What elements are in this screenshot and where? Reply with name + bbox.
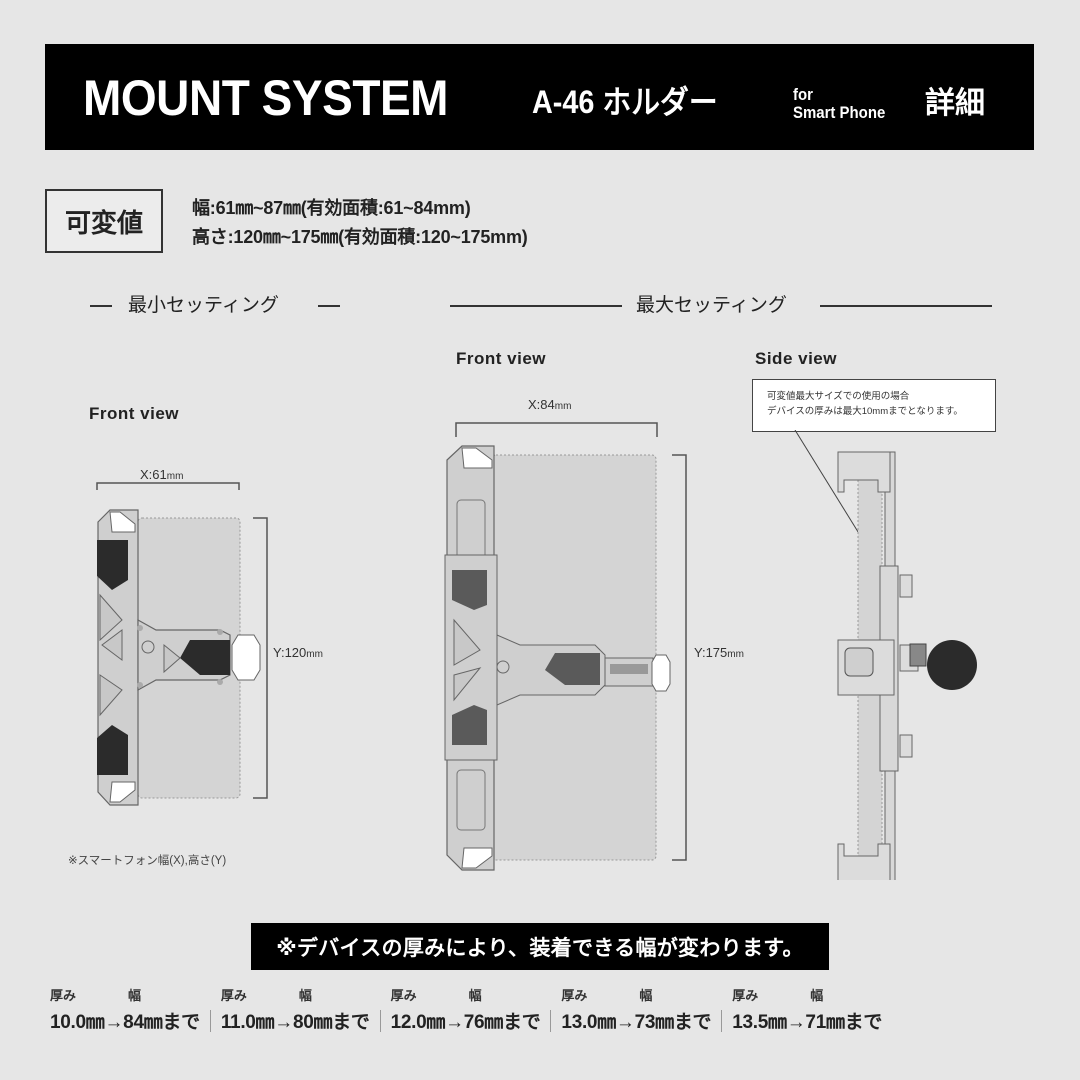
thickness-value: 10.0㎜→84㎜まで [50, 1012, 200, 1033]
max-front-view-diagram [444, 422, 687, 871]
table-divider [550, 1010, 552, 1032]
thickness-header: 厚み [390, 988, 417, 1003]
min-front-view-label: Front view [89, 404, 180, 423]
width-header: 幅 [639, 988, 653, 1003]
thickness-value: 11.0㎜→80㎜まで [220, 1012, 370, 1033]
min-section-rule-left [90, 305, 112, 307]
min-y-value: Y:120 [273, 645, 307, 660]
min-y-dimension: Y:120mm [273, 645, 323, 660]
page-title: MOUNT SYSTEM [83, 70, 449, 126]
model-name: A-46 ホルダー [532, 84, 718, 120]
max-y-unit: mm [727, 649, 744, 660]
max-front-view-label: Front view [456, 349, 547, 368]
max-x-value: X:84 [528, 397, 555, 412]
thickness-header: 厚み [561, 988, 588, 1003]
thickness-row: 厚み 幅 10.0㎜→84㎜まで [50, 985, 210, 1034]
min-section-rule-right [318, 305, 340, 307]
min-x-value: X:61 [140, 467, 167, 482]
max-y-dimension: Y:175mm [694, 645, 744, 660]
width-header: 幅 [468, 988, 482, 1003]
width-spec: 幅:61㎜~87㎜(有効面積:61~84mm) [192, 198, 471, 218]
thickness-header: 厚み [50, 988, 77, 1003]
table-divider [209, 1010, 211, 1032]
max-size-note: 可変値最大サイズでの使用の場合 デバイスの厚みは最大10mmまでとなります。 [752, 379, 996, 432]
detail-label: 詳細 [925, 87, 985, 120]
thickness-row: 厚み 幅 11.0㎜→80㎜まで [221, 985, 380, 1034]
thickness-value: 12.0㎜→76㎜まで [390, 1012, 541, 1033]
width-header: 幅 [128, 988, 142, 1003]
max-y-value: Y:175 [694, 645, 728, 660]
thickness-row: 厚み 幅 12.0㎜→76㎜まで [391, 985, 551, 1034]
min-setting-heading: 最小セッティング [128, 295, 279, 316]
thickness-notice-banner: ※デバイスの厚みにより、装着できる幅が変わります。 [251, 923, 829, 970]
min-front-view-diagram [96, 482, 268, 806]
smart-phone-text: Smart Phone [793, 103, 886, 122]
thickness-row: 厚み 幅 13.5㎜→71㎜まで [732, 985, 892, 1034]
variable-value-box: 可変値 [45, 189, 163, 253]
min-x-dimension: X:61mm [140, 467, 183, 482]
width-header: 幅 [810, 988, 824, 1003]
thickness-value: 13.0㎜→73㎜まで [561, 1012, 712, 1033]
table-divider [721, 1010, 723, 1032]
table-divider [379, 1010, 381, 1032]
smartphone-dimension-footnote: ※スマートフォン幅(X),高さ(Y) [68, 855, 227, 867]
note-line-2: デバイスの厚みは最大10mmまでとなります。 [767, 406, 963, 417]
height-spec: 高さ:120㎜~175㎜(有効面積:120~175mm) [192, 227, 528, 247]
side-view-label: Side view [755, 349, 837, 368]
min-y-unit: mm [306, 649, 323, 660]
for-smartphone-label: for Smart Phone [793, 86, 885, 122]
thickness-header: 厚み [732, 988, 759, 1003]
max-setting-heading: 最大セッティング [636, 295, 787, 316]
side-view-diagram [794, 430, 977, 880]
note-line-1: 可変値最大サイズでの使用の場合 [767, 391, 910, 402]
thickness-header: 厚み [220, 988, 247, 1003]
max-section-rule-right [820, 305, 992, 307]
max-x-dimension: X:84mm [528, 397, 571, 412]
header-banner [45, 44, 1034, 150]
thickness-width-table: 厚み 幅 10.0㎜→84㎜まで 厚み 幅 11.0㎜→80㎜まで 厚み 幅 12.0… [50, 985, 1050, 1034]
min-x-unit: mm [166, 471, 184, 482]
for-text: for [793, 85, 813, 104]
max-section-rule-left [450, 305, 622, 307]
thickness-row: 厚み 幅 13.0㎜→73㎜まで [561, 985, 721, 1034]
max-x-unit: mm [554, 401, 572, 412]
thickness-value: 13.5㎜→71㎜まで [732, 1012, 883, 1033]
width-header: 幅 [298, 988, 312, 1003]
